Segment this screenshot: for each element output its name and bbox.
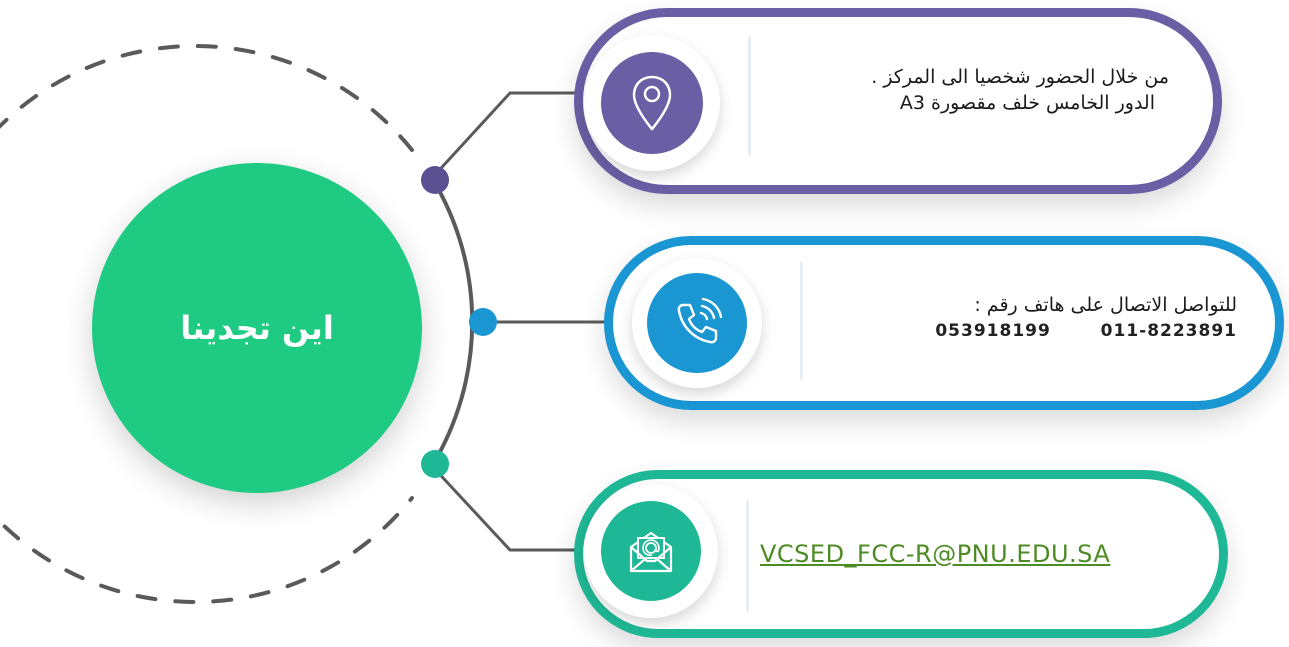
phone-numbers: 053918199 011-8223891 (935, 318, 1237, 344)
phone-call-icon (647, 273, 747, 373)
phone-number-landline[interactable]: 011-8223891 (1100, 321, 1237, 341)
dot-phone (469, 308, 497, 336)
location-line-1: من خلال الحضور شخصيا الى المركز . (871, 66, 1169, 88)
phone-line-1: للتواصل الاتصال على هاتف رقم : (974, 294, 1237, 316)
phone-number-mobile[interactable]: 053918199 (935, 321, 1051, 341)
dot-email (421, 450, 449, 478)
location-divider (748, 36, 751, 156)
email-divider (746, 500, 749, 612)
location-icon-disc (584, 35, 720, 171)
phone-divider (800, 262, 803, 380)
location-line-2: الدور الخامس خلف مقصورة A3 (899, 92, 1155, 114)
dot-location (421, 166, 449, 194)
location-pin-icon (601, 52, 703, 154)
email-envelope-icon (601, 501, 701, 601)
email-link[interactable]: VCSED_FCC-R@PNU.EDU.SA (760, 540, 1111, 568)
hub-title: اين تجدينا (180, 309, 334, 347)
phone-icon-disc (632, 258, 762, 388)
connector-line-email (430, 464, 576, 552)
solid-arc (430, 176, 475, 468)
email-icon-disc (584, 484, 718, 618)
location-text: من خلال الحضور شخصيا الى المركز . الدور … (871, 64, 1169, 116)
hub-circle: اين تجدينا (92, 163, 422, 493)
dashed-ring (0, 44, 414, 604)
phone-text: للتواصل الاتصال على هاتف رقم : 053918199… (935, 292, 1237, 344)
connector-line-location (430, 91, 576, 180)
